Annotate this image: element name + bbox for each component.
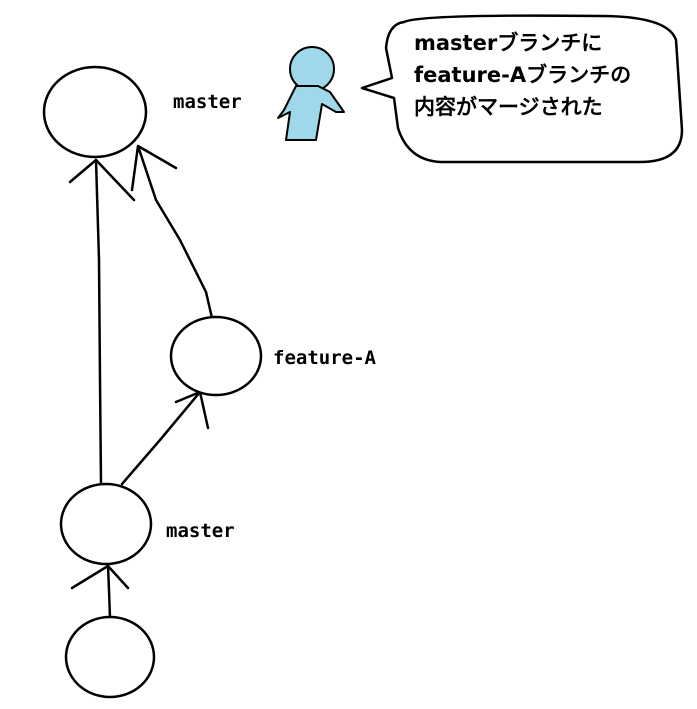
arrowhead-master-top-right (130, 144, 178, 192)
label-feature: feature-A (273, 347, 377, 369)
person-icon (277, 46, 345, 141)
person-head (289, 46, 335, 92)
edge-master-mid-to-master-top (94, 158, 103, 486)
person-body (277, 85, 345, 141)
speech-bubble: masterブランチに feature-Aブランチの 内容がマージされた (360, 14, 684, 164)
speech-bubble-line-3: 内容がマージされた (414, 95, 603, 119)
commit-node-master-top (42, 65, 148, 159)
speech-bubble-line-1: masterブランチに (414, 31, 602, 55)
edge-base-to-master-mid (106, 564, 112, 620)
commit-node-feature (169, 315, 263, 397)
commit-node-master-mid (59, 482, 153, 566)
label-master-top: master (173, 91, 242, 113)
labels: master feature-A master (166, 91, 377, 542)
edge-master-mid-to-feature (120, 390, 202, 486)
edge-feature-to-master-top (136, 144, 214, 320)
arrowhead-master-mid (70, 564, 130, 590)
commit-node-base (64, 615, 156, 699)
label-master-mid: master (166, 520, 235, 542)
speech-bubble-line-2: feature-Aブランチの (414, 63, 631, 87)
nodes (42, 65, 263, 699)
speech-bubble-outline (360, 14, 684, 164)
arrowhead-feature (174, 390, 210, 430)
arrowhead-master-top-left (68, 158, 136, 202)
